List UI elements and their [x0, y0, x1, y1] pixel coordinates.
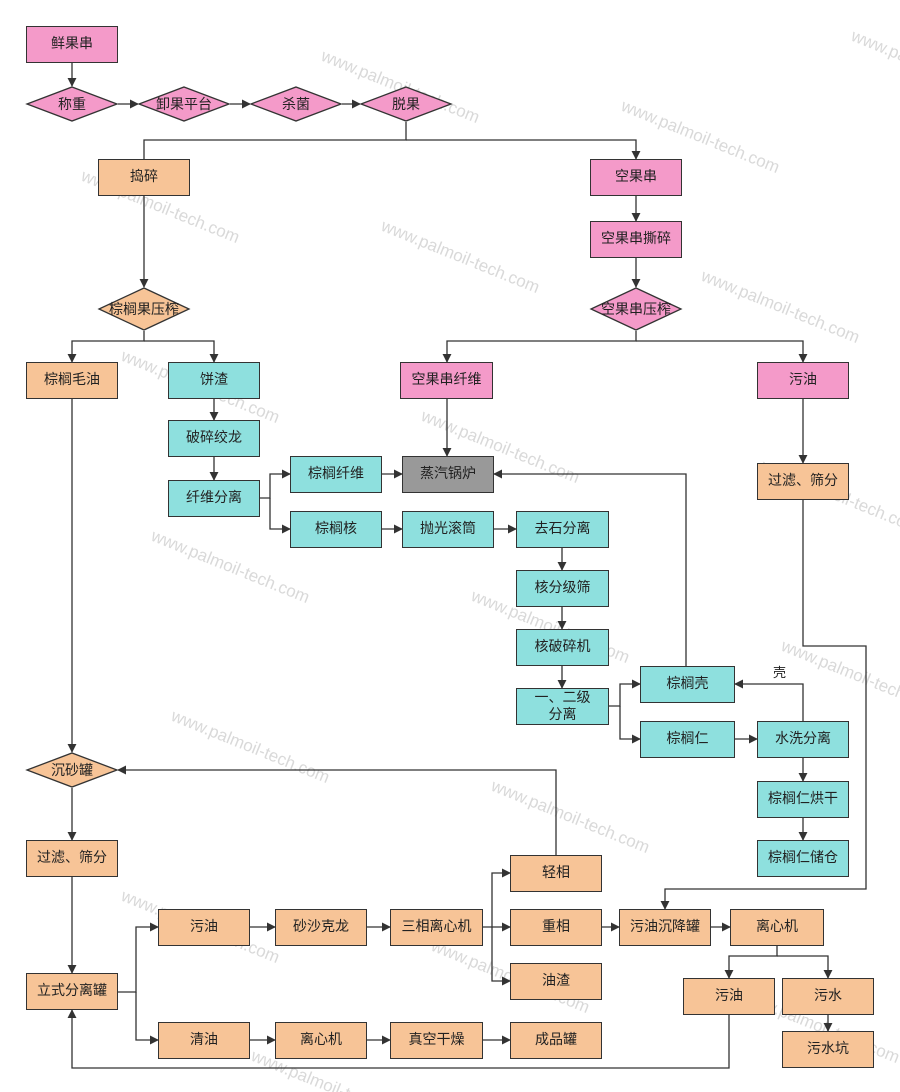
- connector-arrow: [67, 331, 145, 363]
- node-light-phase: 轻相: [510, 855, 602, 892]
- node-desander: 砂沙克龙: [275, 909, 367, 946]
- node-centrifuge-sludge: 离心机: [730, 909, 824, 946]
- connector-arrow: [269, 498, 291, 534]
- node-sand-trap-label: 沉砂罐: [51, 763, 93, 779]
- node-heavy-phase: 重相: [510, 909, 602, 946]
- connector-arrow: [143, 122, 407, 159]
- node-nut-cracker: 核破碎机: [516, 629, 609, 666]
- node-fiber-sep: 纤维分离: [168, 480, 260, 517]
- node-fruit-press-label: 棕榈果压榨: [109, 302, 179, 318]
- node-efb-sludge: 污油: [757, 362, 849, 399]
- connector-arrow: [734, 679, 804, 721]
- node-empty-press: 空果串压榨: [589, 287, 683, 331]
- node-waste-oil: 污油: [683, 978, 775, 1015]
- node-kernel-silo: 棕榈仁储仓: [757, 840, 849, 877]
- connector-arrow: [135, 992, 159, 1045]
- node-press-cake: 饼渣: [168, 362, 260, 399]
- node-empty-press-label: 空果串压榨: [601, 302, 671, 318]
- connector-arrow: [117, 765, 557, 855]
- node-sludge-tank: 污油沉降罐: [619, 909, 711, 946]
- connector-arrow: [118, 922, 159, 993]
- node-fresh-bunch: 鲜果串: [26, 26, 118, 63]
- connector-arrow: [724, 946, 778, 979]
- node-shell: 棕榈壳: [640, 666, 735, 703]
- node-sterilize: 杀菌: [249, 86, 343, 122]
- node-storage-tank: 成品罐: [510, 1022, 602, 1059]
- node-solids: 油渣: [510, 963, 602, 1000]
- node-kernel: 棕榈仁: [640, 721, 735, 758]
- node-empty-bunch: 空果串: [590, 159, 682, 196]
- node-efb-filter: 过滤、筛分: [757, 463, 849, 500]
- node-digest: 捣碎: [98, 159, 190, 196]
- connector-arrow: [636, 340, 808, 363]
- node-filter: 过滤、筛分: [26, 840, 118, 877]
- node-decanter: 三相离心机: [390, 909, 483, 946]
- node-boiler: 蒸汽锅炉: [402, 456, 494, 493]
- node-clean-oil: 清油: [158, 1022, 250, 1059]
- node-efb-fiber: 空果串纤维: [400, 362, 493, 399]
- node-destoner: 去石分离: [516, 511, 609, 548]
- node-kernel-dryer: 棕榈仁烘干: [757, 781, 849, 818]
- node-crude-oil: 棕榈毛油: [26, 362, 118, 399]
- node-waste-pit: 污水坑: [782, 1031, 874, 1068]
- node-clarifier: 立式分离罐: [26, 973, 118, 1010]
- node-purifier: 离心机: [275, 1022, 367, 1059]
- node-palm-fiber: 棕榈纤维: [290, 456, 382, 493]
- connector-arrow: [406, 139, 641, 160]
- node-thresh: 脱果: [359, 86, 453, 122]
- node-vacuum-dryer: 真空干燥: [390, 1022, 483, 1059]
- node-unload-label: 卸果平台: [156, 97, 212, 113]
- connector-arrow: [777, 955, 833, 979]
- node-hydrocyclone: 水洗分离: [757, 721, 849, 758]
- connector-arrow: [260, 469, 291, 499]
- node-sterilize-label: 杀菌: [282, 97, 310, 113]
- node-weigh: 称重: [25, 86, 119, 122]
- connector-arrow: [483, 868, 511, 928]
- connector-arrow: [493, 469, 687, 666]
- node-ltds: 一、二级 分离: [516, 688, 609, 725]
- connector-arrow: [442, 331, 637, 363]
- node-sludge: 污油: [158, 909, 250, 946]
- node-sand-trap: 沉砂罐: [25, 752, 119, 788]
- connector-arrow: [619, 706, 641, 744]
- connector-arrow: [144, 340, 219, 363]
- connector-arrow: [609, 679, 641, 707]
- connector-arrow: [67, 1009, 730, 1069]
- connector-arrow: [491, 927, 511, 986]
- node-thresh-label: 脱果: [392, 97, 420, 113]
- node-nut: 棕榈核: [290, 511, 382, 548]
- connector-arrow: [660, 500, 867, 910]
- node-weigh-label: 称重: [58, 97, 86, 113]
- node-fruit-press: 棕榈果压榨: [97, 287, 191, 331]
- node-cake-breaker: 破碎绞龙: [168, 420, 260, 457]
- node-waste-water: 污水: [782, 978, 874, 1015]
- node-polish: 抛光滚筒: [402, 511, 494, 548]
- node-unload: 卸果平台: [137, 86, 231, 122]
- node-nut-grader: 核分级筛: [516, 570, 609, 607]
- node-empty-shred: 空果串撕碎: [590, 221, 682, 258]
- edge-label-shell: 壳: [773, 666, 787, 681]
